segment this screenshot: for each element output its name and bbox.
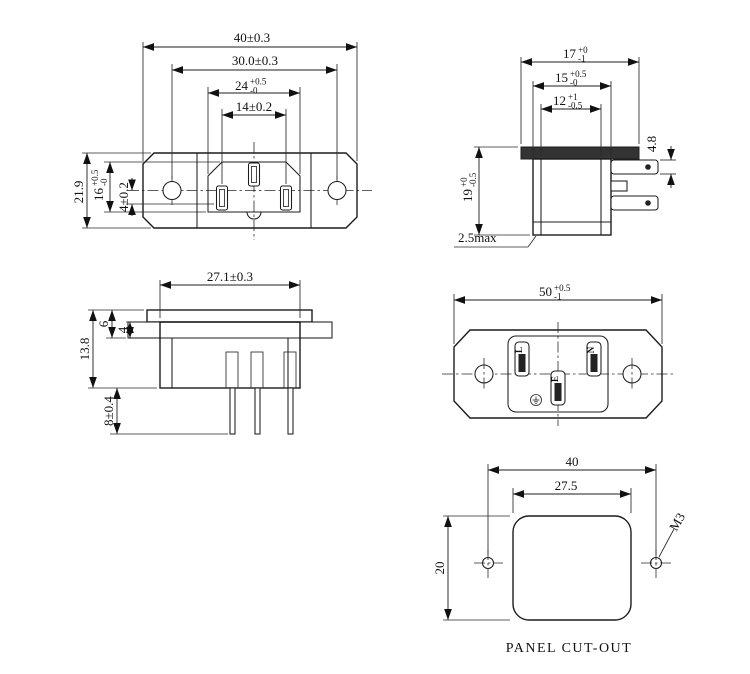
dim-text-12: 12 bbox=[553, 93, 566, 108]
side-terminal-top bbox=[610, 159, 659, 175]
dim-text-15-up: +0.5 bbox=[570, 69, 587, 79]
dim-text-21-9: 21.9 bbox=[71, 181, 86, 204]
marking-N: N bbox=[586, 346, 596, 353]
dim-side-depth-inner: 12 +1 -0.5 bbox=[540, 92, 602, 156]
dim-text-27-5: 27.5 bbox=[555, 478, 578, 493]
dim-text-19: 19 bbox=[460, 189, 475, 202]
dim-text-6: 6 bbox=[96, 320, 111, 327]
dim-text-30: 30.0±0.3 bbox=[232, 53, 278, 68]
bottom-pin-housing-2 bbox=[250, 351, 264, 389]
front-pin-left bbox=[215, 185, 229, 211]
dim-text-8: 8±0.4 bbox=[101, 396, 116, 426]
front-recess-notch bbox=[246, 211, 262, 220]
dim-text-cutout-40: 40 bbox=[566, 454, 579, 469]
dim-text-50-dn: -1 bbox=[554, 292, 562, 302]
dim-text-16-dn: -0 bbox=[99, 178, 109, 186]
dim-text-12-dn: -0.5 bbox=[568, 101, 583, 111]
callout-thread-m3: M3 bbox=[658, 510, 688, 558]
dim-text-14: 14±0.2 bbox=[236, 99, 272, 114]
face-slot-earth: E bbox=[550, 370, 566, 406]
dim-text-20: 20 bbox=[432, 562, 447, 575]
dim-cutout-hole-spacing: 40 bbox=[487, 454, 657, 555]
dim-text-17-dn: -1 bbox=[578, 54, 586, 64]
dim-cutout-width: 27.5 bbox=[512, 478, 632, 513]
dim-text-50: 50 bbox=[539, 284, 552, 299]
dim-text-m3: M3 bbox=[666, 510, 688, 533]
front-mount-hole-right bbox=[327, 180, 347, 201]
dim-text-19-up: +0 bbox=[459, 177, 469, 187]
bottom-tab-left bbox=[127, 321, 161, 339]
bottom-view: 27.1±0.3 6 4 13.8 8±0.4 bbox=[77, 269, 333, 435]
dim-text-2-5max: 2.5max bbox=[458, 230, 497, 245]
marking-L: L bbox=[514, 347, 524, 353]
dim-side-tab-width: 4.8 bbox=[644, 136, 676, 188]
dim-text-12-up: +1 bbox=[568, 92, 578, 102]
dim-text-17: 17 bbox=[563, 46, 577, 61]
side-body bbox=[532, 158, 612, 236]
front-mount-hole-left bbox=[162, 180, 182, 201]
dim-text-16: 16 bbox=[91, 188, 106, 202]
bottom-body bbox=[159, 321, 301, 389]
dim-face-overall-width: 50 +0.5 -1 bbox=[453, 283, 663, 344]
dim-text-4-offset: 4±0.2 bbox=[116, 182, 131, 212]
dim-text-19-dn: -0.5 bbox=[468, 172, 478, 187]
dim-text-50-up: +0.5 bbox=[554, 283, 571, 293]
side-terminal-bottom bbox=[610, 195, 659, 211]
dim-text-24-dn: -0 bbox=[250, 86, 258, 96]
dim-bottom-step-a: 6 bbox=[88, 309, 144, 339]
bottom-pin-1 bbox=[229, 387, 236, 435]
dim-text-15: 15 bbox=[555, 70, 568, 85]
side-view: 17 +0 -1 15 +0.5 -0 12 +1 -0.5 bbox=[454, 45, 676, 248]
dim-text-17-up: +0 bbox=[578, 45, 588, 55]
side-flange bbox=[520, 146, 640, 160]
dim-bottom-body-width: 27.1±0.3 bbox=[159, 269, 301, 318]
dim-side-height: 19 +0 -0.5 bbox=[459, 146, 530, 236]
dim-text-4-8: 4.8 bbox=[644, 136, 659, 152]
bottom-pin-housing-3 bbox=[283, 351, 297, 389]
dim-text-24: 24 bbox=[235, 78, 249, 93]
face-flange-outline bbox=[453, 329, 663, 419]
dim-front-opening: 24 +0.5 -0 bbox=[207, 77, 301, 174]
bottom-pin-3 bbox=[287, 387, 294, 435]
marking-E: E bbox=[550, 376, 560, 382]
dim-text-24-up: +0.5 bbox=[250, 77, 267, 87]
cutout-view: 40 27.5 20 M3 PANEL CUT-OUT bbox=[432, 454, 688, 656]
dim-front-recess-height: 16 +0.5 -0 bbox=[90, 161, 220, 213]
face-view: L N E 50 +0.5 -1 bbox=[442, 283, 674, 426]
dim-side-panel-max: 2.5max bbox=[454, 230, 537, 248]
front-flange-outline bbox=[142, 152, 358, 229]
dim-text-16-up: +0.5 bbox=[90, 169, 100, 186]
dim-front-overall-height: 21.9 bbox=[71, 152, 151, 229]
dim-text-27-1: 27.1±0.3 bbox=[207, 269, 253, 284]
dim-text-13-8: 13.8 bbox=[77, 338, 92, 361]
front-view: 40±0.3 30.0±0.3 24 +0.5 -0 14±0.2 bbox=[71, 30, 372, 240]
dim-text-4: 4 bbox=[115, 326, 130, 333]
dim-side-depth-flange: 17 +0 -1 bbox=[520, 45, 640, 144]
dim-bottom-step-b: 4 bbox=[115, 321, 144, 338]
face-recess bbox=[507, 335, 609, 413]
side-terminal-middle bbox=[610, 180, 628, 192]
dim-front-overall-width: 40±0.3 bbox=[142, 30, 358, 161]
dim-front-pin-offset: 4±0.2 bbox=[116, 178, 214, 216]
bottom-pin-2 bbox=[254, 387, 261, 435]
dim-text-15-dn: -0 bbox=[570, 78, 578, 88]
dim-cutout-height: 20 bbox=[432, 515, 510, 621]
dim-bottom-pin-length: 8±0.4 bbox=[101, 388, 228, 435]
front-pin-earth bbox=[247, 162, 261, 187]
dim-text-40: 40±0.3 bbox=[234, 30, 270, 45]
dim-front-pin-spacing: 14±0.2 bbox=[221, 99, 287, 184]
face-slot-neutral: N bbox=[586, 341, 602, 377]
front-pin-right bbox=[279, 185, 293, 211]
dim-side-depth-body: 15 +0.5 -0 bbox=[532, 69, 612, 156]
cutout-outline bbox=[512, 515, 632, 621]
face-slot-line: L bbox=[514, 341, 530, 377]
bottom-tab-right bbox=[299, 321, 333, 339]
bottom-top-plate bbox=[146, 309, 313, 323]
ground-symbol-icon bbox=[530, 394, 542, 406]
cutout-caption: PANEL CUT-OUT bbox=[506, 641, 632, 656]
dim-front-hole-spacing: 30.0±0.3 bbox=[171, 53, 338, 179]
bottom-pin-housing-1 bbox=[225, 351, 239, 389]
dim-bottom-body-height: 13.8 bbox=[77, 310, 157, 389]
